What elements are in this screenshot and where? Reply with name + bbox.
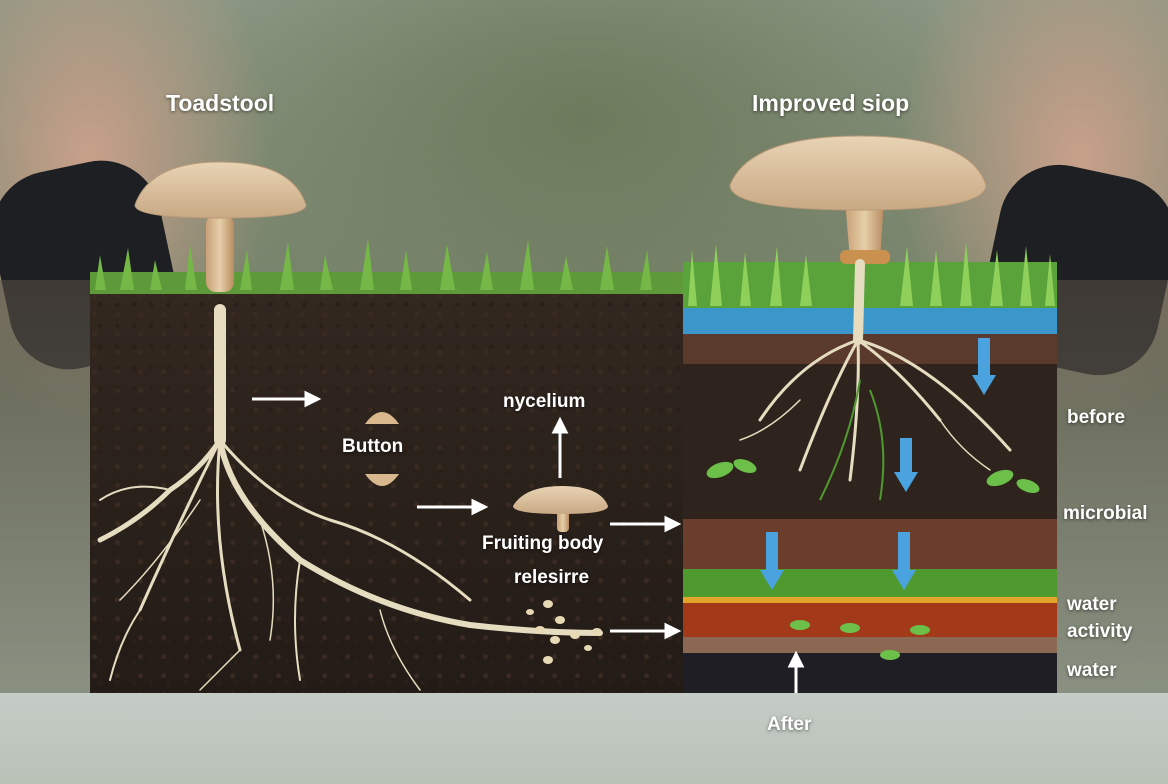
soil-layers-right	[683, 308, 1057, 693]
label-after: After	[767, 714, 812, 735]
green-roots-right	[819, 379, 885, 501]
mycelium-roots-right	[739, 259, 1012, 482]
spores-cluster	[526, 600, 602, 664]
seedling-icons	[706, 459, 1040, 660]
label-water: water	[1067, 660, 1117, 681]
fruiting-body-mushroom-icon	[513, 486, 608, 532]
toadstool-mushroom	[134, 161, 307, 292]
grass-left	[90, 238, 685, 294]
label-nycelium: nycelium	[503, 391, 586, 412]
label-button: Button	[342, 436, 404, 457]
right-side-panel	[1057, 280, 1168, 693]
label-water-activity-line1: water	[1067, 594, 1117, 615]
label-fruiting-body: Fruiting body	[482, 533, 604, 554]
button-mushroom-icon	[365, 412, 399, 486]
left-side-panel	[0, 280, 90, 693]
improved-soil-mushroom	[729, 135, 987, 264]
mycelium-roots-left	[97, 304, 603, 691]
bottom-fade	[0, 693, 1168, 784]
title-toadstool: Toadstool	[166, 90, 275, 116]
blue-arrows	[760, 338, 996, 590]
label-before: before	[1067, 407, 1126, 428]
label-relesirre: relesirre	[514, 567, 590, 588]
label-microbial: microbial	[1063, 503, 1148, 524]
label-water-activity-line2: activity	[1067, 621, 1133, 642]
grass-right	[683, 242, 1057, 308]
title-improved-soil: Improved siop	[752, 90, 910, 116]
